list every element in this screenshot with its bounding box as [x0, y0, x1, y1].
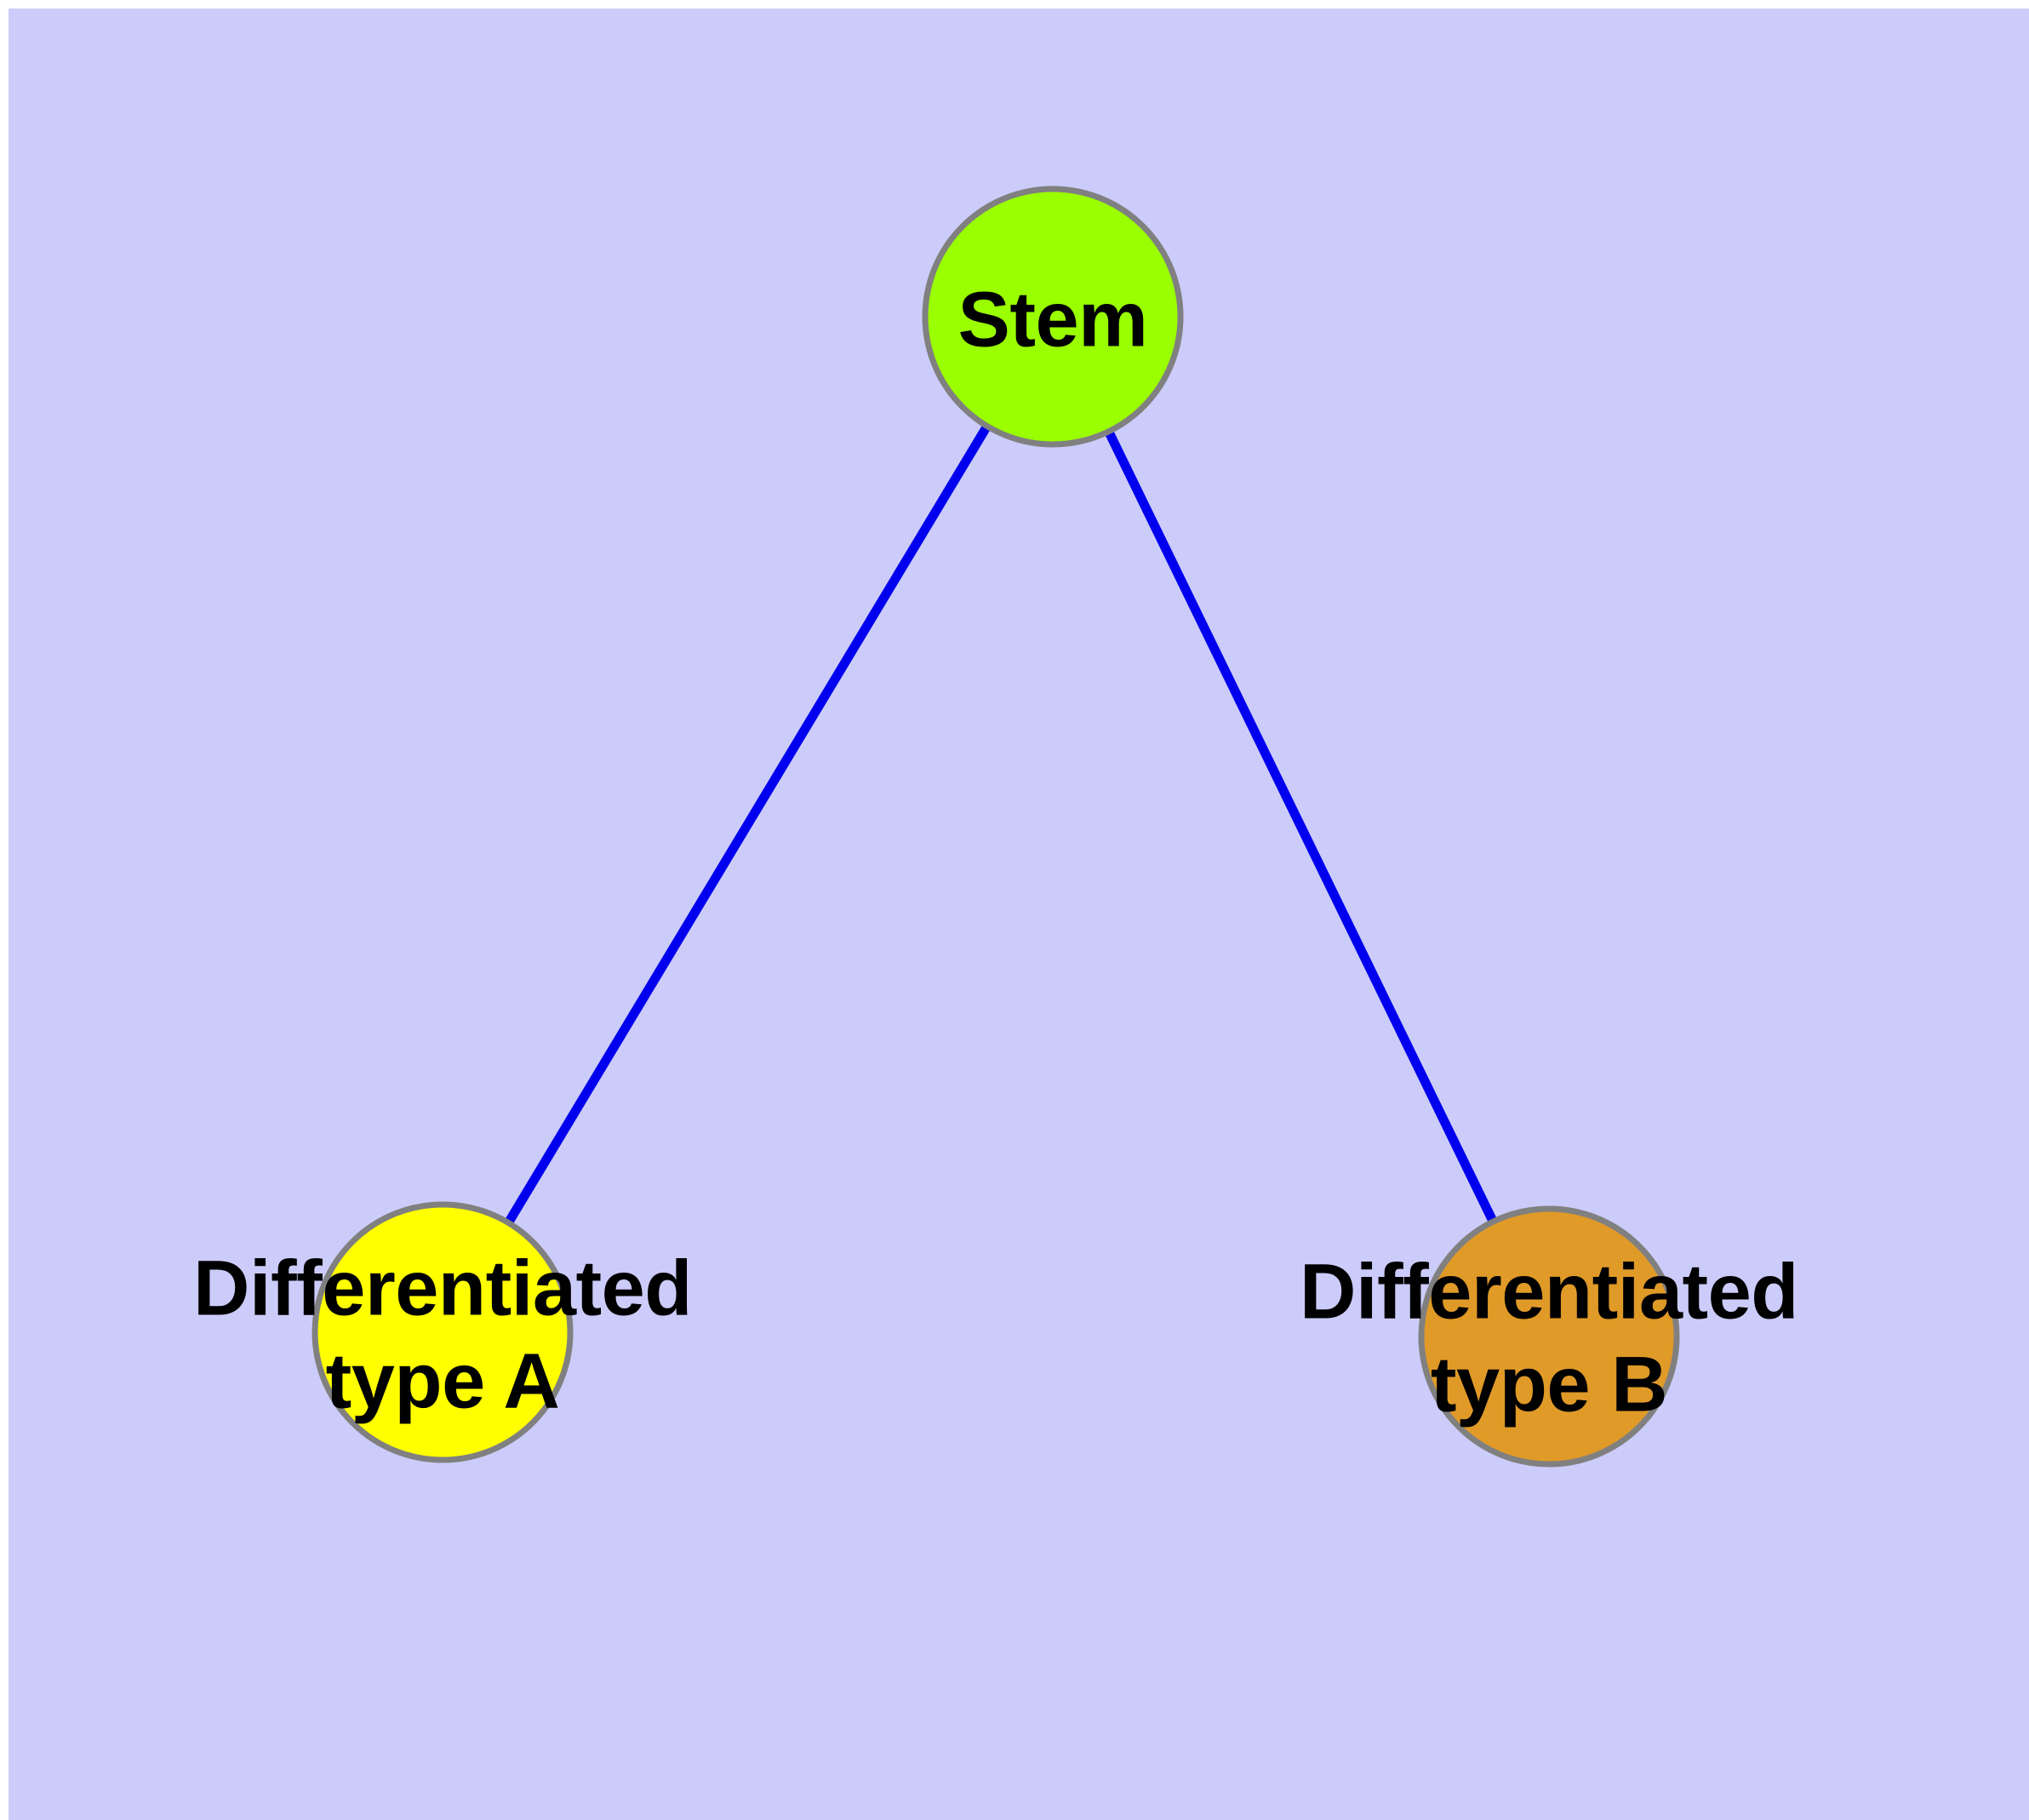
edge-layer	[504, 423, 1498, 1226]
edge-stem-to-type-b	[1104, 429, 1498, 1224]
node-stem[interactable]	[922, 186, 1184, 448]
node-differentiated-type-a[interactable]	[311, 1201, 574, 1463]
edge-stem-to-type-a	[504, 423, 992, 1226]
node-differentiated-type-b[interactable]	[1418, 1205, 1680, 1468]
node-layer	[311, 186, 1680, 1468]
